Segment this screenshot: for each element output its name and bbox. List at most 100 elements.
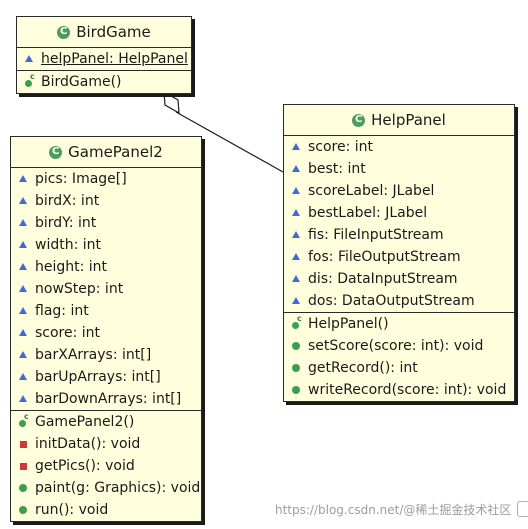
field-row: fos: FileOutputStream xyxy=(284,246,514,268)
method-row: getRecord(): int xyxy=(284,357,514,379)
field-icon xyxy=(17,371,29,383)
method-label: paint(g: Graphics): void xyxy=(35,480,201,496)
method-label: setScore(score: int): void xyxy=(308,338,484,354)
field-row: birdX: int xyxy=(11,190,201,212)
field-row: barUpArrays: int[] xyxy=(11,366,201,388)
method-row: writeRecord(score: int): void xyxy=(284,379,514,401)
field-icon xyxy=(17,327,29,339)
class-header: C BirdGame xyxy=(17,17,191,48)
public-method-icon xyxy=(290,362,302,374)
field-label: helpPanel: HelpPanel xyxy=(41,51,188,67)
field-label: birdY: int xyxy=(35,215,97,231)
field-label: bestLabel: JLabel xyxy=(308,205,428,221)
field-icon xyxy=(17,349,29,361)
fields-section: helpPanel: HelpPanel xyxy=(17,48,191,71)
field-label: dos: DataOutputStream xyxy=(308,293,475,309)
method-row: run(): void xyxy=(11,499,201,521)
constructor-icon xyxy=(23,72,35,88)
method-label: writeRecord(score: int): void xyxy=(308,382,507,398)
field-row: height: int xyxy=(11,256,201,278)
public-method-icon xyxy=(17,504,29,516)
method-label: BirdGame() xyxy=(41,74,122,90)
private-method-icon xyxy=(17,460,29,472)
field-label: best: int xyxy=(308,161,366,177)
field-row: bestLabel: JLabel xyxy=(284,202,514,224)
field-label: fos: FileOutputStream xyxy=(308,249,461,265)
field-row: dis: DataInputStream xyxy=(284,268,514,290)
field-icon xyxy=(17,305,29,317)
field-row: dos: DataOutputStream xyxy=(284,290,514,312)
field-label: height: int xyxy=(35,259,108,275)
field-icon xyxy=(17,217,29,229)
field-label: width: int xyxy=(35,237,102,253)
fields-section: score: int best: int scoreLabel: JLabel bes… xyxy=(284,136,514,313)
class-icon: C xyxy=(57,25,71,39)
field-icon xyxy=(290,185,302,197)
field-row: fis: FileInputStream xyxy=(284,224,514,246)
field-row: scoreLabel: JLabel xyxy=(284,180,514,202)
field-row: score: int xyxy=(11,322,201,344)
methods-section: HelpPanel() setScore(score: int): void get… xyxy=(284,313,514,401)
field-row: flag: int xyxy=(11,300,201,322)
field-icon xyxy=(290,229,302,241)
field-label: scoreLabel: JLabel xyxy=(308,183,435,199)
method-label: initData(): void xyxy=(35,436,141,452)
field-icon xyxy=(17,283,29,295)
field-label: barUpArrays: int[] xyxy=(35,369,161,385)
field-row: pics: Image[] xyxy=(11,168,201,190)
public-method-icon xyxy=(290,340,302,352)
public-method-icon xyxy=(17,482,29,494)
field-label: score: int xyxy=(35,325,101,341)
field-label: fis: FileInputStream xyxy=(308,227,444,243)
class-name: BirdGame xyxy=(76,23,151,41)
constructor-icon xyxy=(290,314,302,330)
aggregation-diamond xyxy=(163,90,180,115)
methods-section: GamePanel2() initData(): void getPics(): v… xyxy=(11,411,201,521)
method-row: HelpPanel() xyxy=(284,313,514,335)
constructor-icon xyxy=(17,412,29,428)
method-label: getPics(): void xyxy=(35,458,135,474)
field-icon xyxy=(290,295,302,307)
field-icon xyxy=(17,261,29,273)
field-icon xyxy=(17,239,29,251)
class-helppanel: C HelpPanel score: int best: int scoreLabe… xyxy=(283,104,515,402)
field-icon xyxy=(23,53,35,65)
watermark-logo-icon xyxy=(517,501,528,517)
private-method-icon xyxy=(17,438,29,450)
field-icon xyxy=(290,163,302,175)
methods-section: BirdGame() xyxy=(17,71,191,93)
field-label: birdX: int xyxy=(35,193,100,209)
field-label: barXArrays: int[] xyxy=(35,347,152,363)
field-row: birdY: int xyxy=(11,212,201,234)
method-label: GamePanel2() xyxy=(35,414,135,430)
field-row: barXArrays: int[] xyxy=(11,344,201,366)
class-header: C HelpPanel xyxy=(284,105,514,136)
watermark-text: https://blog.csdn.net/@稀土掘金技术社区 xyxy=(275,502,512,517)
class-birdgame: C BirdGame helpPanel: HelpPanel BirdGame… xyxy=(16,16,192,94)
method-label: HelpPanel() xyxy=(308,316,389,332)
field-icon xyxy=(290,273,302,285)
class-header: C GamePanel2 xyxy=(11,137,201,168)
field-label: flag: int xyxy=(35,303,89,319)
class-gamepanel2: C GamePanel2 pics: Image[] birdX: int bird… xyxy=(10,136,202,522)
field-icon xyxy=(17,393,29,405)
class-icon: C xyxy=(49,145,63,159)
field-icon xyxy=(17,173,29,185)
field-label: pics: Image[] xyxy=(35,171,127,187)
fields-section: pics: Image[] birdX: int birdY: int width: … xyxy=(11,168,201,411)
field-row: score: int xyxy=(284,136,514,158)
method-label: run(): void xyxy=(35,502,109,518)
field-icon xyxy=(290,141,302,153)
class-name: GamePanel2 xyxy=(68,143,163,161)
field-label: barDownArrays: int[] xyxy=(35,391,182,407)
method-row: getPics(): void xyxy=(11,455,201,477)
field-icon xyxy=(290,251,302,263)
method-row: BirdGame() xyxy=(17,71,191,93)
method-label: getRecord(): int xyxy=(308,360,418,376)
class-name: HelpPanel xyxy=(371,111,446,129)
field-row: nowStep: int xyxy=(11,278,201,300)
field-row: helpPanel: HelpPanel xyxy=(17,48,191,70)
watermark: https://blog.csdn.net/@稀土掘金技术社区 xyxy=(275,500,528,518)
field-label: dis: DataInputStream xyxy=(308,271,458,287)
field-row: width: int xyxy=(11,234,201,256)
